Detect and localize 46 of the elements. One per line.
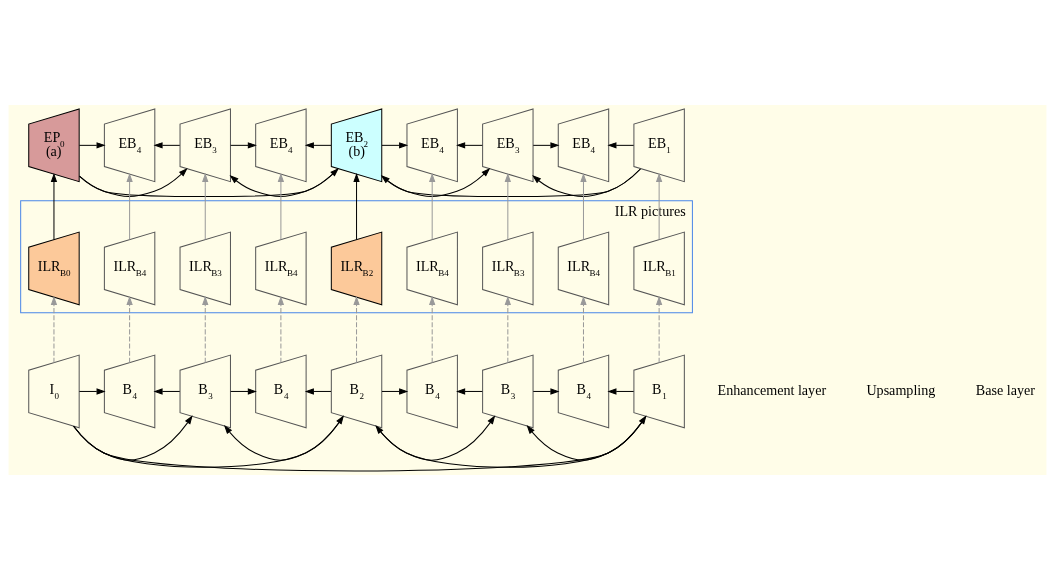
arrow <box>353 295 360 363</box>
arrow <box>78 141 106 149</box>
arrow <box>580 295 587 363</box>
arrow <box>381 141 409 149</box>
arrow <box>202 295 209 363</box>
label: Base layer <box>975 381 1035 398</box>
arrow <box>655 172 663 240</box>
arrow <box>153 387 181 395</box>
arrow <box>655 295 663 363</box>
arrow <box>456 387 483 395</box>
arrow <box>353 172 360 240</box>
arrow <box>429 172 436 240</box>
arrow <box>126 172 133 240</box>
arrow <box>532 141 560 149</box>
arrow <box>456 141 483 149</box>
node-box: B$_{4}$ <box>557 353 610 428</box>
arrow <box>230 141 257 149</box>
arrow <box>381 387 409 395</box>
arrow <box>429 295 436 363</box>
arrow <box>607 141 635 149</box>
arrow <box>304 387 332 395</box>
arrow <box>304 141 332 149</box>
node-box: I$_{0}$ <box>28 353 80 428</box>
arrow <box>202 172 209 240</box>
arrow <box>126 295 133 363</box>
arrow <box>504 295 511 363</box>
arrow <box>78 387 106 395</box>
arrow <box>153 141 181 149</box>
arrow <box>230 387 257 395</box>
arrow <box>580 172 587 240</box>
node-box: B$_{4}$ <box>103 353 156 428</box>
arrow <box>380 168 641 197</box>
arrow <box>50 295 58 363</box>
arrow <box>375 414 496 461</box>
arrow <box>504 172 511 240</box>
node-box: B$_{4}$ <box>406 353 458 428</box>
arrow <box>607 387 635 395</box>
node-box: B$_{4}$ <box>255 353 307 428</box>
arrow <box>532 168 641 197</box>
arrow <box>50 172 58 240</box>
arrow <box>277 295 285 363</box>
arrow <box>277 172 285 240</box>
arrow <box>381 167 491 197</box>
label: Upsampling <box>866 381 936 398</box>
arrow <box>532 387 560 395</box>
label: Enhancement layer <box>717 381 827 398</box>
